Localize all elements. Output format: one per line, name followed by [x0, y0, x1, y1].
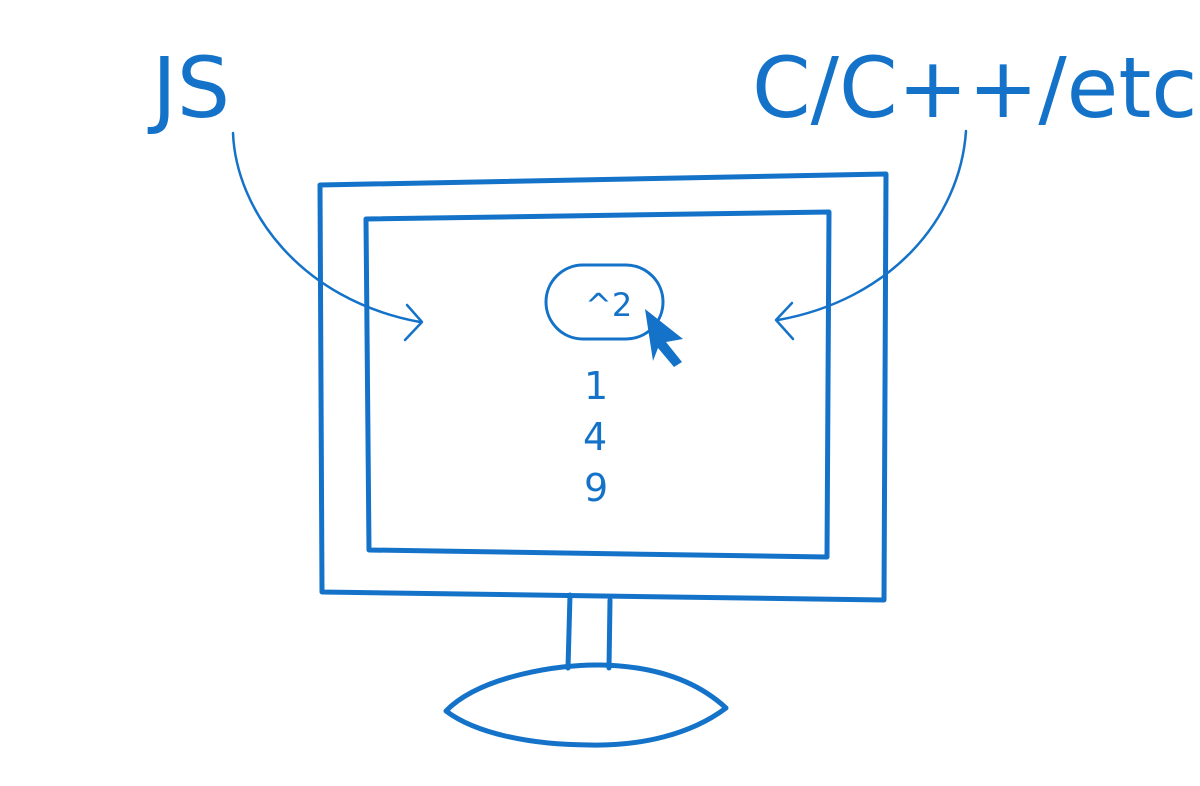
- monitor-stand-base: [443, 662, 729, 748]
- output-list: 1 4 9: [583, 364, 608, 510]
- mouse-pointer-icon: [645, 309, 683, 367]
- output-value: 1: [584, 364, 608, 408]
- output-value: 9: [584, 466, 608, 510]
- label-native-languages: C/C++/etc: [752, 39, 1197, 137]
- square-button-label: ^2: [585, 286, 632, 324]
- square-button-shape[interactable]: [544, 263, 665, 341]
- label-js: JS: [147, 39, 230, 137]
- monitor-outer-frame: [317, 171, 889, 603]
- monitor-screen: [363, 209, 832, 560]
- arrow-native-to-screen: [774, 129, 968, 341]
- monitor-stand-neck: [565, 592, 613, 671]
- square-button[interactable]: ^2: [544, 263, 665, 341]
- arrow-js-to-screen: [231, 131, 424, 342]
- output-value: 4: [583, 415, 607, 459]
